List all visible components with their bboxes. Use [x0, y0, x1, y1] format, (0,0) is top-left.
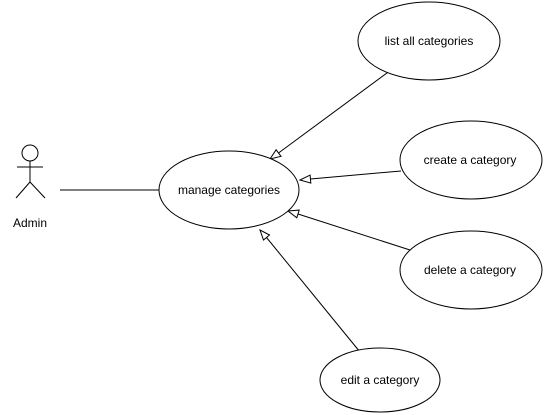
generalization-list-to-manage	[268, 69, 392, 160]
hollow-arrowhead	[268, 148, 282, 160]
actor-label: Admin	[13, 216, 47, 230]
generalization-delete-to-manage	[286, 209, 411, 251]
use-case-manage-categories[interactable]: manage categories	[158, 150, 300, 230]
hollow-arrowhead	[298, 174, 312, 184]
use-case-label: delete a category	[424, 263, 516, 277]
actor-admin[interactable]: Admin	[13, 144, 47, 230]
use-case-label: create a category	[424, 153, 517, 167]
use-case-label: list all categories	[385, 34, 474, 48]
use-case-label: edit a category	[341, 373, 420, 387]
use-case-edit-a-category[interactable]: edit a category	[319, 347, 441, 413]
use-case-delete-a-category[interactable]: delete a category	[399, 230, 543, 310]
use-case-create-a-category[interactable]: create a category	[399, 120, 543, 200]
actor-left-leg	[15, 181, 31, 199]
actor-right-leg	[29, 181, 46, 199]
use-case-label: manage categories	[178, 183, 280, 197]
hollow-arrowhead	[259, 228, 271, 241]
actor-head	[21, 144, 39, 162]
hollow-arrowhead	[286, 209, 300, 219]
generalization-edit-to-manage	[259, 228, 361, 353]
generalization-create-to-manage	[298, 170, 402, 184]
use-case-list-all-categories[interactable]: list all categories	[357, 1, 501, 81]
